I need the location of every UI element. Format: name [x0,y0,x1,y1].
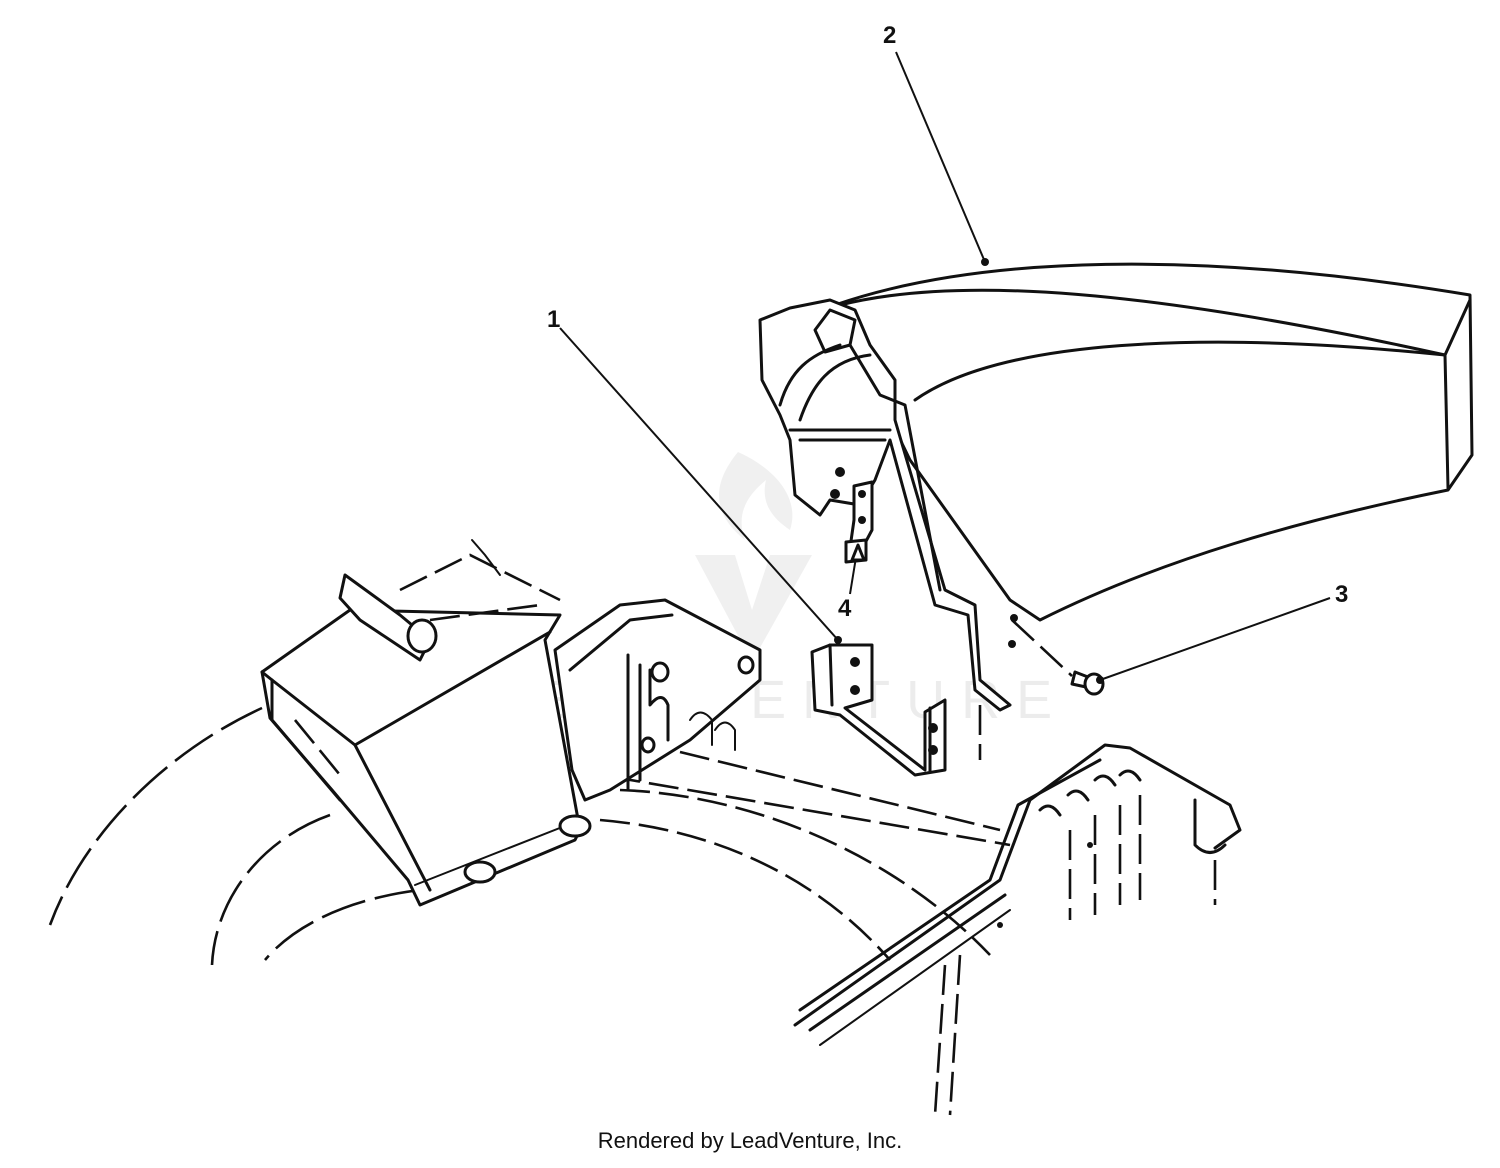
leader-dot-2 [981,258,989,266]
leader-arrow-4 [850,543,866,562]
footer-credit: Rendered by LeadVenture, Inc. [597,1128,903,1153]
callout-3: 3 [1335,581,1348,608]
callout-4: 4 [838,595,852,622]
callout-1: 1 [547,306,560,333]
callout-2: 2 [883,22,896,49]
part-1-mounting-bracket [810,643,982,777]
leader-lines [559,51,1331,684]
callout-labels: 1 2 3 4 [547,22,1348,622]
part-2-grass-chute [758,262,1474,712]
leader-line-2 [895,51,986,263]
leader-line-3 [1099,597,1331,681]
mower-deck [48,539,1242,1116]
leader-dot-1 [834,636,842,644]
leader-line-1 [559,327,839,641]
leader-dot-3 [1096,676,1104,684]
